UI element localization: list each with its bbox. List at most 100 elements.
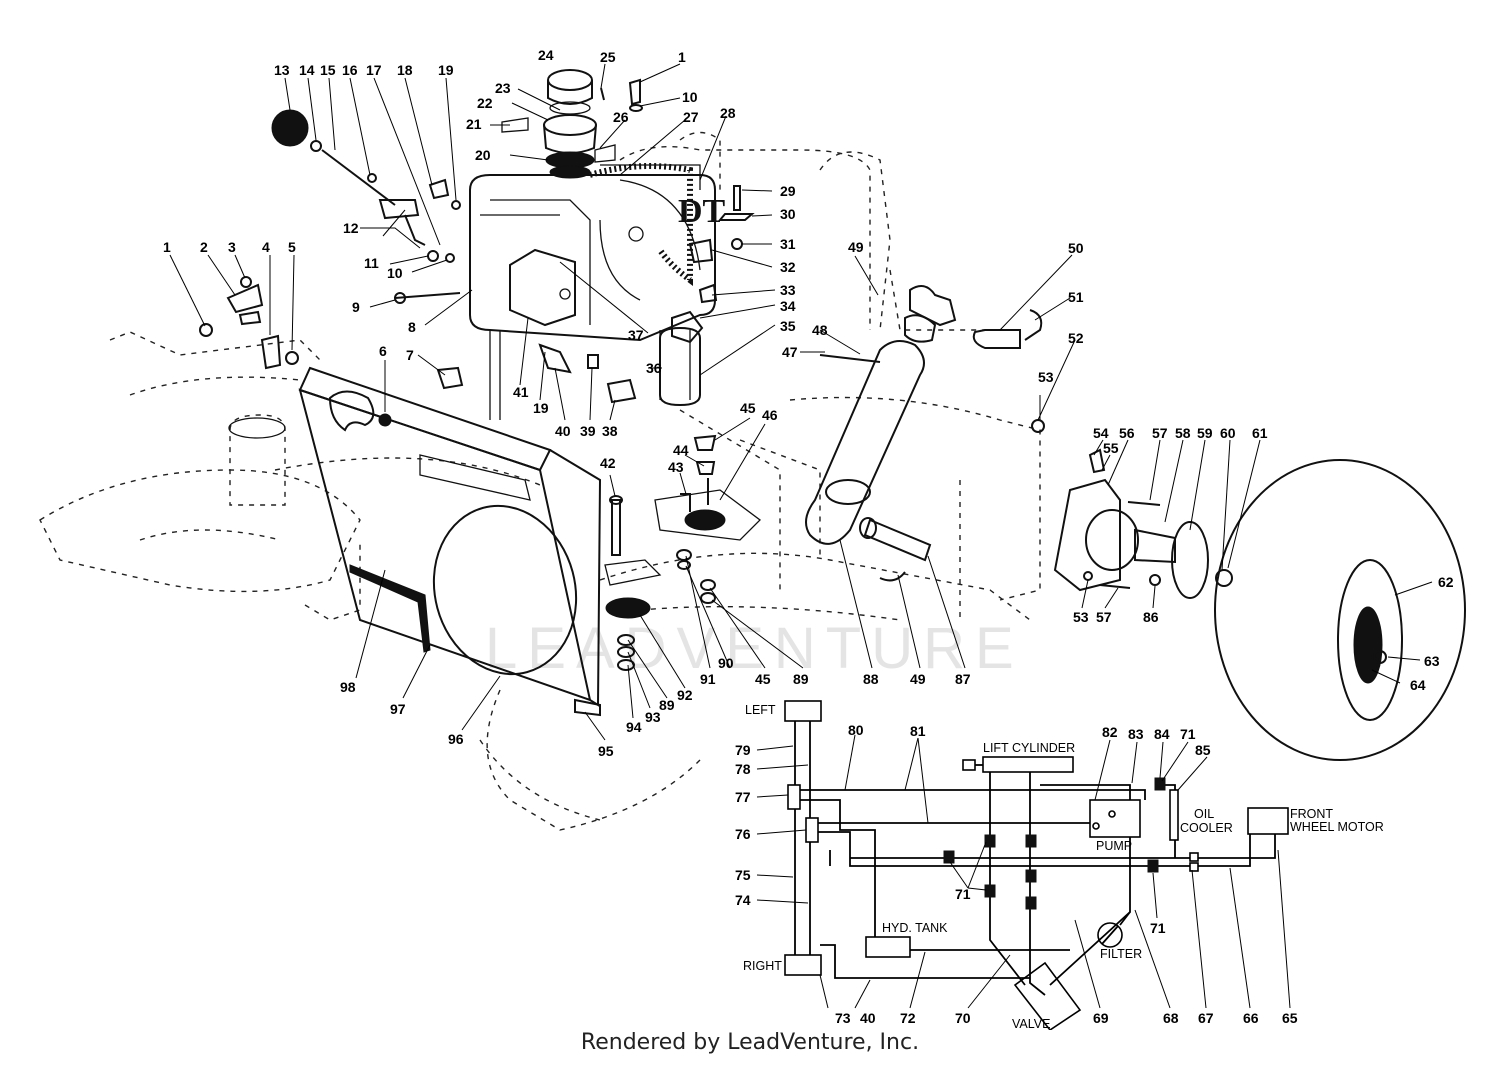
callout: 28 (720, 105, 736, 121)
callout: 52 (1068, 330, 1084, 346)
schematic-front-wheel-motor-line1: FRONT (1290, 807, 1333, 821)
callout: 37 (628, 327, 644, 343)
left-steering-block (784, 700, 822, 722)
schematic-valve-label: VALVE (1012, 1017, 1050, 1030)
schematic-right-label: RIGHT (743, 959, 782, 973)
callout: 53 (1073, 609, 1089, 625)
callout: 8 (408, 319, 416, 335)
callout: 60 (1220, 425, 1236, 441)
callout: 36 (646, 360, 662, 376)
callout: 96 (448, 731, 464, 747)
callout: 49 (848, 239, 864, 255)
callout: 1 (678, 49, 686, 65)
callout: 87 (955, 671, 971, 687)
schematic-front-wheel-motor-line2: WHEEL MOTOR (1290, 820, 1384, 834)
callout: 7 (406, 347, 414, 363)
chassis-frame (39, 131, 1041, 831)
front-wheel-motor-symbol (1247, 807, 1289, 835)
callout: 48 (812, 322, 828, 338)
callout: 73 (835, 1010, 851, 1026)
callout: 77 (735, 789, 751, 805)
callout: 21 (466, 116, 482, 132)
right-steering-block (784, 954, 822, 976)
callout: 76 (735, 826, 751, 842)
callout: 19 (533, 400, 549, 416)
callout: 92 (677, 687, 693, 703)
callout: 26 (613, 109, 629, 125)
callout: 33 (780, 282, 796, 298)
callout: 89 (793, 671, 809, 687)
callout: 5 (288, 239, 296, 255)
callout: 91 (700, 671, 716, 687)
svg-text:DT: DT (678, 193, 726, 230)
callout: 24 (538, 47, 554, 63)
callout: 93 (645, 709, 661, 725)
exploded-view: LEADVENTURE DT (39, 47, 1466, 1032)
callout: 18 (397, 62, 413, 78)
callout: 97 (390, 701, 406, 717)
lift-cylinder (805, 285, 1043, 582)
callout: 95 (598, 743, 614, 759)
callout: 85 (1195, 742, 1211, 758)
callout: 29 (780, 183, 796, 199)
callout: 61 (1252, 425, 1268, 441)
callout: 64 (1410, 677, 1426, 693)
callout: 51 (1068, 289, 1084, 305)
callout: 58 (1175, 425, 1191, 441)
callout: 68 (1163, 1010, 1179, 1026)
callout: 89 (659, 697, 675, 713)
callout: 79 (735, 742, 751, 758)
callout: 16 (342, 62, 358, 78)
callout: 49 (910, 671, 926, 687)
footer-credit: Rendered by LeadVenture, Inc. (580, 1030, 920, 1055)
callout: 27 (683, 109, 699, 125)
callout: 43 (668, 459, 684, 475)
callout: 69 (1093, 1010, 1109, 1026)
callout: 2 (200, 239, 208, 255)
tank-gasket (589, 163, 693, 287)
callout: 50 (1068, 240, 1084, 256)
callout: 35 (780, 318, 796, 334)
callout: 40 (860, 1010, 876, 1026)
filler-cap-assembly (501, 69, 616, 179)
callout: 45 (740, 400, 756, 416)
callout: 10 (682, 89, 698, 105)
leader-lines (169, 63, 1433, 1009)
hydraulic-schematic: LEFT RIGHT LIFT CYLINDER PUMP OIL COOLER… (743, 700, 1384, 1032)
schematic-hyd-tank-label: HYD. TANK (882, 921, 948, 935)
lift-cylinder-symbol (982, 756, 1074, 773)
callout: 13 (274, 62, 290, 78)
callout: 78 (735, 761, 751, 777)
callout: 15 (320, 62, 336, 78)
radiator-screen (298, 366, 602, 717)
hyd-tank-symbol (865, 936, 911, 958)
oil-cooler-symbol (1169, 789, 1179, 841)
callout: 20 (475, 147, 491, 163)
callout: 46 (762, 407, 778, 423)
callout: 3 (228, 239, 236, 255)
callout: 67 (1198, 1010, 1214, 1026)
front-tire (1214, 459, 1466, 761)
pump-symbol (1089, 799, 1141, 838)
callouts: 13 14 15 16 17 18 19 24 25 1 10 23 22 21… (163, 47, 1454, 1026)
callout: 17 (366, 62, 382, 78)
callout: 57 (1096, 609, 1112, 625)
callout: 4 (262, 239, 270, 255)
callout: 57 (1152, 425, 1168, 441)
callout: 72 (900, 1010, 916, 1026)
callout: 22 (477, 95, 493, 111)
schematic-left-label: LEFT (745, 703, 776, 717)
callout: 6 (379, 343, 387, 359)
callout: 42 (600, 455, 616, 471)
callout: 71 (955, 886, 971, 902)
callout: 9 (352, 299, 360, 315)
callout: 90 (718, 655, 734, 671)
fitting-assembly (659, 310, 704, 407)
callout: 11 (364, 255, 379, 271)
callout: 82 (1102, 724, 1118, 740)
wheel-motor (1031, 419, 1233, 599)
callout: 41 (513, 384, 529, 400)
callout: 81 (910, 723, 926, 739)
callout: 86 (1143, 609, 1159, 625)
